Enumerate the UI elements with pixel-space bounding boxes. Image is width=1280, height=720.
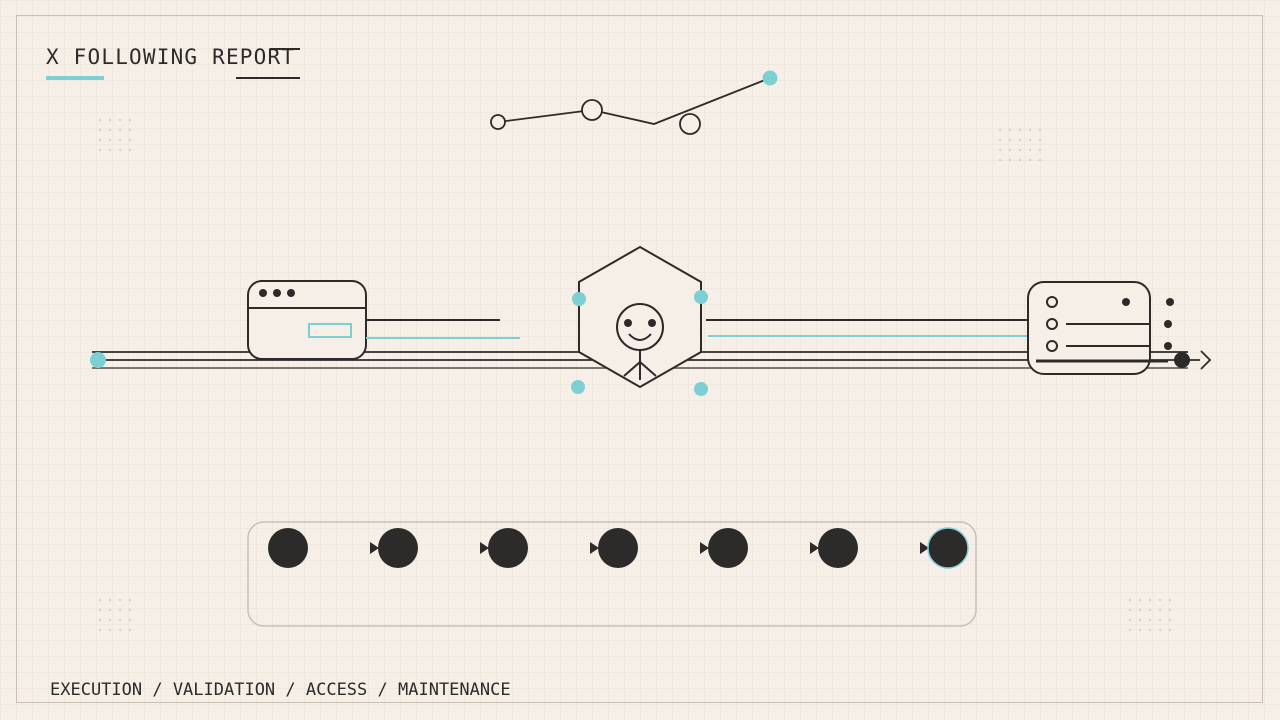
sparkline-path (497, 77, 771, 125)
flow-arrow-icon (1200, 350, 1212, 370)
step-arrow-icon (810, 542, 819, 554)
hex-accent-node (694, 290, 708, 304)
dot-grid-top-right (999, 129, 1041, 161)
step-track-panel (247, 521, 977, 627)
face-icon (616, 303, 664, 351)
hex-accent-node (572, 292, 586, 306)
step-track (247, 521, 977, 627)
dot-grid-bottom-right (1129, 599, 1171, 631)
step-dot (598, 528, 638, 568)
sparkline-accent-node (762, 70, 778, 86)
title-dark-underline (236, 77, 300, 79)
browser-input-box (308, 323, 352, 338)
sparkline-node (490, 114, 506, 130)
step-dot (708, 528, 748, 568)
step-arrow-icon (480, 542, 489, 554)
server-list-icon (1027, 281, 1174, 375)
dot-grid-top-left (99, 119, 131, 151)
step-dot (268, 528, 308, 568)
step-dot-final (927, 527, 969, 569)
browser-window-icon (247, 280, 367, 360)
hex-accent-node (571, 380, 585, 394)
hexagon-user-icon (571, 245, 708, 396)
pipeline-caption: EXECUTION / VALIDATION / ACCESS / MAINTE… (50, 680, 511, 700)
step-arrow-icon (590, 542, 599, 554)
flow-end-node (1174, 352, 1190, 368)
decorative-dot-grids (99, 119, 1171, 631)
page-title: X FOLLOWING REPORT (46, 45, 296, 69)
step-arrow-icon (370, 542, 379, 554)
step-arrow-icon (700, 542, 709, 554)
step-dot (818, 528, 858, 568)
step-dot (488, 528, 528, 568)
sparkline-node (581, 99, 603, 121)
right-connector (706, 319, 1030, 337)
flow-start-node (90, 352, 106, 368)
hex-accent-node (694, 382, 708, 396)
sparkline-node (679, 113, 701, 135)
slide-frame (16, 15, 1263, 703)
title-overline (270, 48, 300, 50)
sparkline-icon (490, 70, 778, 135)
left-connector (366, 319, 520, 339)
step-arrow-icon (920, 542, 929, 554)
title-accent-underline (46, 76, 104, 80)
step-dot (378, 528, 418, 568)
dot-grid-bottom-left (99, 599, 131, 631)
